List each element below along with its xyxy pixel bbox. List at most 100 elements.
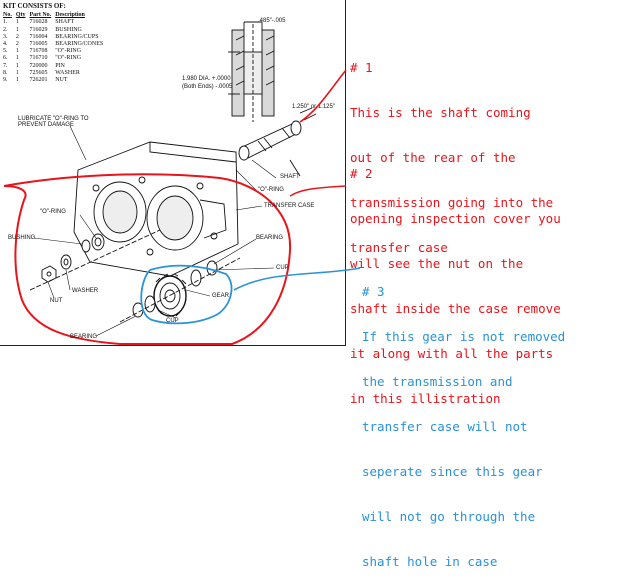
gear-assembly <box>119 257 241 323</box>
note-3-line: If this gear is not removed <box>362 329 566 344</box>
note-1-line: # 1 <box>350 60 373 75</box>
kit-table: No. Qty Part No. Description 1. 1 716028 SH… <box>3 12 107 84</box>
kit-row: 9. 1 726201 NUT <box>3 77 107 84</box>
kit-cell-qty: 1 <box>15 48 19 55</box>
note-1-line: transmission going into the <box>350 195 554 210</box>
dim-top-label: .485"-.005 <box>258 18 286 24</box>
exploded-parts-diagram: KIT CONSISTS OF: No. Qty Part No. Descri… <box>0 0 346 346</box>
kit-row: 1. 1 716028 SHAFT <box>3 19 107 26</box>
cup-bottom-label: CUP <box>166 318 179 324</box>
note-2-line: opening inspection cover you <box>350 211 561 226</box>
kit-cell-description: WASHER <box>55 69 80 76</box>
note-2-line: it along with all the parts <box>350 346 554 361</box>
kit-cell-part-no: 716005 <box>29 41 48 48</box>
kit-cell-part-no: 716028 <box>29 19 48 26</box>
bushing-label: BUSHING <box>8 235 36 241</box>
dia-label-line2: (Both Ends) -.0005 <box>182 84 233 90</box>
kit-row: 6. 1 716710 "O"-RING <box>3 55 107 62</box>
kit-row: 7. 1 720000 PIN <box>3 63 107 70</box>
kit-cell-no: 4. <box>3 41 8 48</box>
kit-cell-description: SHAFT <box>55 19 75 26</box>
note-1-line: transfer case <box>350 240 448 255</box>
shaft-drawing <box>238 107 317 177</box>
bearing-right-label: BEARING <box>256 235 284 241</box>
kit-cell-qty: 2 <box>15 33 19 40</box>
kit-cell-description: NUT <box>55 77 68 84</box>
note-2-line: in this illistration <box>350 391 501 406</box>
gear-label: GEAR <box>212 293 230 299</box>
oring-right-label: "O"-RING <box>258 187 284 193</box>
kit-cell-no: 1. <box>3 19 8 26</box>
note-2-line: # 2 <box>350 166 373 181</box>
nut-label: NUT <box>50 298 63 304</box>
exploded-view-drawing <box>3 21 317 345</box>
kit-cell-qty: 1 <box>15 62 19 69</box>
kit-cell-no: 7. <box>3 62 8 69</box>
kit-header-part-no: Part No. <box>29 12 52 19</box>
kit-cell-description: BUSHING <box>55 26 82 33</box>
note-3-line: the transmission and <box>362 374 513 389</box>
cup-right-label: CUP <box>276 265 289 271</box>
kit-row: 8. 1 725605 WASHER <box>3 70 107 77</box>
lubricate-label: LUBRICATE "O"-RING TO PREVENT DAMAGE <box>18 116 89 128</box>
dia-label-line1: 1.980 DIA. +.0000 <box>182 76 231 82</box>
note-3-line: seperate since this gear <box>362 464 543 479</box>
kit-cell-no: 2. <box>3 26 8 33</box>
shaft-label: SHAFT <box>280 174 300 180</box>
note-3-line: transfer case will not <box>362 419 528 434</box>
kit-cell-qty: 1 <box>15 69 19 76</box>
kit-cell-description: PIN <box>55 62 65 69</box>
kit-row: 4. 2 716005 BEARING/CONES <box>3 41 107 48</box>
note-2: # 2 opening inspection cover you will se… <box>350 136 561 421</box>
small-parts-left <box>29 229 161 291</box>
kit-cell-description: BEARING/CUPS <box>55 33 99 40</box>
kit-cell-part-no: 716710 <box>29 55 48 62</box>
kit-cell-part-no: 726201 <box>29 77 48 84</box>
note-3-line: # 3 <box>362 284 385 299</box>
kit-cell-qty: 1 <box>15 55 19 62</box>
kit-parts-list: KIT CONSISTS OF: No. Qty Part No. Descri… <box>3 2 107 84</box>
note-3-line: will not go through the <box>362 509 536 524</box>
bearing-bottom-label: BEARING <box>70 334 98 340</box>
kit-cell-part-no: 720000 <box>29 62 48 69</box>
note-1: # 1 This is the shaft coming out of the … <box>350 30 553 270</box>
kit-header-no: No. <box>3 12 12 19</box>
kit-cell-qty: 1 <box>15 26 19 33</box>
washer-label: WASHER <box>72 288 99 294</box>
kit-cell-no: 5. <box>3 48 8 55</box>
kit-row: 5. 1 716708 "O"-RING <box>3 48 107 55</box>
kit-cell-no: 6. <box>3 55 8 62</box>
kit-header-qty: Qty <box>15 12 26 19</box>
kit-cell-qty: 2 <box>15 41 19 48</box>
kit-header-description: Description <box>55 12 85 19</box>
kit-cell-qty: 1 <box>15 19 19 26</box>
note-3-line: shaft hole in case <box>362 554 498 569</box>
dim-right-label: 1.250" or 1.125" <box>292 104 335 110</box>
kit-cell-no: 3. <box>3 33 8 40</box>
note-2-line: shaft inside the case remove <box>350 301 561 316</box>
blue-annotation-outline <box>140 264 233 325</box>
kit-cell-qty: 1 <box>15 77 19 84</box>
kit-row: 2. 1 716029 BUSHING <box>3 27 107 34</box>
kit-cell-description: BEARING/CONES <box>55 41 104 48</box>
red-annotation-outline <box>3 173 292 345</box>
kit-cell-description: "O"-RING <box>55 55 82 62</box>
kit-cell-part-no: 716029 <box>29 26 48 33</box>
note-1-line: This is the shaft coming <box>350 105 531 120</box>
oring-left-label: "O"-RING <box>40 209 66 215</box>
note-3: # 3 If this gear is not removed the tran… <box>362 254 565 584</box>
kit-row: 3. 2 716004 BEARING/CUPS <box>3 34 107 41</box>
kit-cell-no: 9. <box>3 77 8 84</box>
transfer-case-housing <box>73 141 239 277</box>
kit-cell-description: "O"-RING <box>55 48 82 55</box>
gear-cross-section <box>228 21 275 122</box>
note-2-line: will see the nut on the <box>350 256 524 271</box>
kit-cell-part-no: 716708 <box>29 48 48 55</box>
kit-cell-no: 8. <box>3 69 8 76</box>
kit-header-row: No. Qty Part No. Description <box>3 12 107 19</box>
kit-title: KIT CONSISTS OF: <box>3 2 66 10</box>
note-1-line: out of the rear of the <box>350 150 516 165</box>
kit-cell-part-no: 725605 <box>29 69 48 76</box>
kit-cell-part-no: 716004 <box>29 33 48 40</box>
transfer-case-label: TRANSFER CASE <box>264 203 315 209</box>
